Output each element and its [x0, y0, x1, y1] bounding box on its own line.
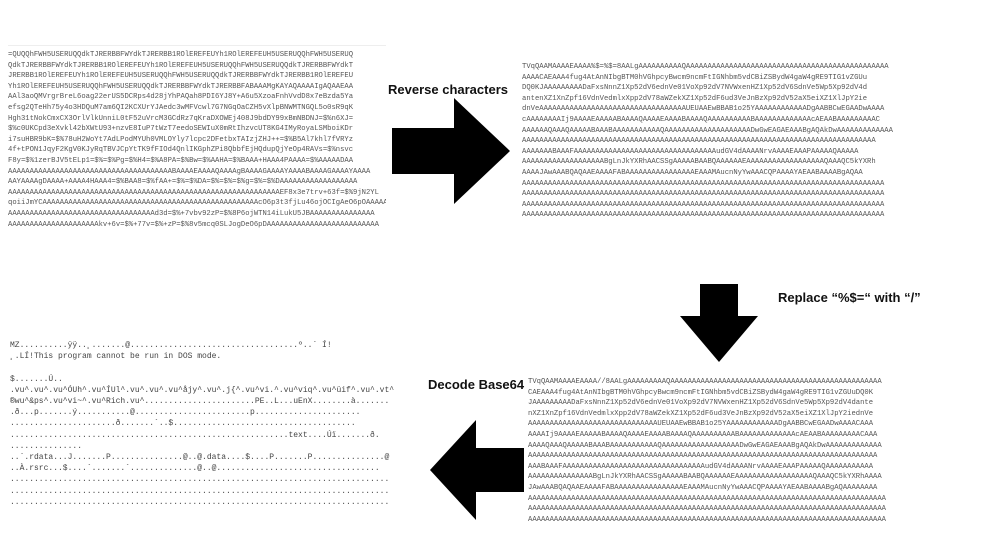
text-line: ..`.rdata...J.......P...............@..@… [10, 453, 390, 463]
text-line: qoiiJmYCAAAAAAAAAAAAAAAAAAAAAAAAAAAAAAAA… [8, 199, 386, 208]
text-line: $.......Ú.. [10, 374, 63, 384]
text-line: ........................................… [10, 475, 390, 485]
decoded-pe-block: MZ..........ÿÿ..¸.......@...............… [10, 340, 426, 540]
text-line: AAAAAAAAAAAAAAAAAAABgLnJkYXRhAACSSgAAAAA… [522, 158, 876, 167]
text-line: JRERBB1ROlEREFEUYh1ROlEREFEUH5USERUQQhFW… [8, 72, 354, 81]
text-line: AAAAJAwAAABQAQAAEAAAAFABAAAAAAAAAAAAAAAA… [522, 168, 863, 177]
text-line: AAAAAAAAAAAAAAAAAAAAAAAAAAAAAAAAAAAAAAAA… [528, 494, 886, 503]
text-line: AAAAAAAAAAAAAAABgLnJkYXRhAACSSgAAAAABAAB… [528, 473, 882, 482]
text-line: AAAAAAAAAAAAAAAAAAAAAAAAAAAAAAAAAAAAAAAA… [8, 188, 379, 197]
text-line: 4f+tPON1JqyF2KgV0KJyRqTBVJCpYtTK9fFIOd4Q… [8, 146, 354, 155]
text-line: AAAAAAQAAAQAAAAABAAABAAAAAAAAAAAQAAAAAAA… [522, 126, 893, 135]
text-line: AAAAQAAAQAAAAABAAABAAAAAAAAAAAQAAAAAAAAA… [528, 441, 882, 450]
text-line: AAAAIj9AAAAEAAAAABAAAAQAAAAEAAAABAAAAQAA… [528, 430, 878, 439]
text-line: AAYAAAAgDAAAA+AAAA4HAAA4=$%BAA8=$%fAA+=$… [8, 178, 358, 187]
text-line: F8y=$%1zerBJV5tELp1=$%=$%Pg=$%H4=$%A8PA=… [8, 156, 354, 165]
text-line: $%c0UKCpd3eXvkl42bXWtU93+nzvE8IuP7tWzT7e… [8, 125, 354, 134]
text-line: AAl3aoQMVrgrBreL6oag22erUS5DCRps4d28jYhP… [8, 93, 354, 102]
step-reverse-label: Reverse characters [388, 82, 508, 97]
text-line: AAAAAAAAAAAAAAAAAAAAAAAAAAAAAAAAAAd3d=$%… [8, 209, 375, 218]
text-line: ®wu^&ps^.vu^vi~^.vu^Rich.vu^............… [10, 397, 390, 407]
step-decode-label: Decode Base64 [428, 377, 525, 392]
text-line: dnVeAAAAAAAAAAAAAAAAAAAAAAAAAAAAAAAAAAUE… [522, 105, 885, 114]
text-line: ............... [10, 441, 83, 451]
text-line: JAwAAABQAQAAEAAAAFABAAAAAAAAAAAAAAAAEAAA… [528, 483, 878, 492]
text-line: QdkTJRERBBFWYdkTJRERBB1ROlEREFEUYh1ROlER… [8, 61, 354, 70]
obfuscated-string-block: =QUQQhFWH5USERUQQdkTJRERBBFWYdkTJRERBB1R… [8, 45, 386, 268]
text-line: ..À.rsrc...$....`.......`..............@… [10, 464, 380, 474]
text-line: ........................................… [10, 486, 390, 496]
text-line: AAAAAAAAAAAAAAAAAAAAAAAAAAAAAAAAAAAAAAAA… [522, 179, 885, 188]
text-line [10, 362, 426, 373]
text-line: AAAAAAAAAAAAAAAAAAAAAAAAAAAAAAAAAAAAAAAA… [522, 200, 885, 209]
text-line: Hgh31tNokCmxCX3OrlVlkUnniL0tF52uVrcM3GCd… [8, 114, 354, 123]
arrow-down-icon [680, 284, 758, 362]
text-line: .vu^.vu^.vu^ÓUh^.vu^ÍUl^.vu^.vu^.vu^åjy^… [10, 385, 395, 395]
text-line: cAAAAAAAAIj9AAAAEAAAAABAAAAQAAAAEAAAABAA… [522, 115, 880, 124]
text-line: nXZ1XnZpf16VdnVedmlxXpp2dV78aWZekXZ1Xp52… [528, 409, 874, 418]
text-line: ......................ð.......`..$......… [10, 419, 356, 429]
text-line: JAAAAAAAAADaFxsNnnZ1Xp52dV6ednVe01VoXp92… [528, 399, 874, 408]
text-line: ........................................… [10, 497, 390, 507]
text-line: AAAACAEAAA4fug4AtAnNIbgBTM0hVGhpcyBwcm9n… [522, 73, 868, 82]
text-line: AAAAAAAAAAAAAAAAAAAAAkv+6v=$%+77v=$%+zP=… [8, 220, 379, 229]
text-line: MZ..........ÿÿ..¸.......@...............… [10, 341, 332, 350]
step-replace-label: Replace “%$=“ with “/” [778, 290, 921, 305]
text-line: ........................................… [10, 430, 380, 440]
base64-string-block: TVqQAAMAAAAEAAAA//8AALgAAAAAAAAAQAAAAAAA… [528, 377, 986, 542]
text-line: AAAAAAAAAAAAAAAAAAAAAAAAAAAAAAAAAAAAAAAA… [522, 137, 876, 146]
text-line: i7suHBR9bK=$%78uH2WoYt7AdLPodMYUh0VMLOYl… [8, 135, 354, 144]
text-line: TVqQAAMAAAAEAAAA%$=%$=8AALgAAAAAAAAAAQAA… [522, 63, 889, 71]
text-line: AAAAAAAAAAAAAAAAAAAAAAAAAAAAAAAAAAAAAAAA… [528, 515, 886, 524]
text-line: =QUQQhFWH5USERUQQdkTJRERBBFWYdkTJRERBB1R… [8, 51, 354, 59]
text-line: TVqQAAMAAAAEAAAA//8AALgAAAAAAAAAQAAAAAAA… [528, 378, 882, 386]
text-line: AAAAAAABAAAFAAAAAAAAAAAAAAAAAAAAAAAAAAAA… [522, 147, 859, 156]
text-line: .ð...p.......ý...........@..............… [10, 408, 361, 418]
text-line: efsg2QTeHh75y4o3HDQuM7am6QI2KCXUrYJAedc3… [8, 103, 354, 112]
text-line: Yh1ROlEREFEUH5USERUQQhFWH5USERUQQdkTJRER… [8, 82, 354, 91]
arrow-left-icon [430, 420, 524, 520]
text-line: AAAAAAAAAAAAAAAAAAAAAAAAAAAAAAAAAAAAAAAA… [528, 505, 886, 514]
text-line: antenXZ1XnZpf16VdnVedmlxXpp2dV78aWZekXZ1… [522, 94, 868, 103]
text-line: AAABAAAFAAAAAAAAAAAAAAAAAAAAAAAAAAAAAAAA… [528, 462, 874, 471]
reversed-string-block: TVqQAAMAAAAEAAAA%$=%$=8AALgAAAAAAAAAAQAA… [522, 62, 987, 252]
text-line: AAAAAAAAAAAAAAAAAAAAAAAAAAAAAAAAAAAAAABA… [8, 167, 371, 176]
text-line: ¸.LÍ!This program cannot be run in DOS m… [10, 352, 222, 362]
arrow-right-icon [392, 98, 510, 204]
text-line: AAAAAAAAAAAAAAAAAAAAAAAAAAAAAAUEUAAEwBBA… [528, 420, 874, 429]
text-line: DQ0KJAAAAAAAAADaFxsNnnZ1Xp52dV6ednVe01Vo… [522, 84, 868, 93]
text-line: AAAAAAAAAAAAAAAAAAAAAAAAAAAAAAAAAAAAAAAA… [522, 190, 885, 199]
text-line: AAAAAAAAAAAAAAAAAAAAAAAAAAAAAAAAAAAAAAAA… [528, 452, 878, 461]
text-line: AAAAAAAAAAAAAAAAAAAAAAAAAAAAAAAAAAAAAAAA… [522, 211, 885, 220]
text-line: CAEAAA4fug4AtAnNIbgBTM0hVGhpcyBwcm9ncmFt… [528, 388, 874, 397]
